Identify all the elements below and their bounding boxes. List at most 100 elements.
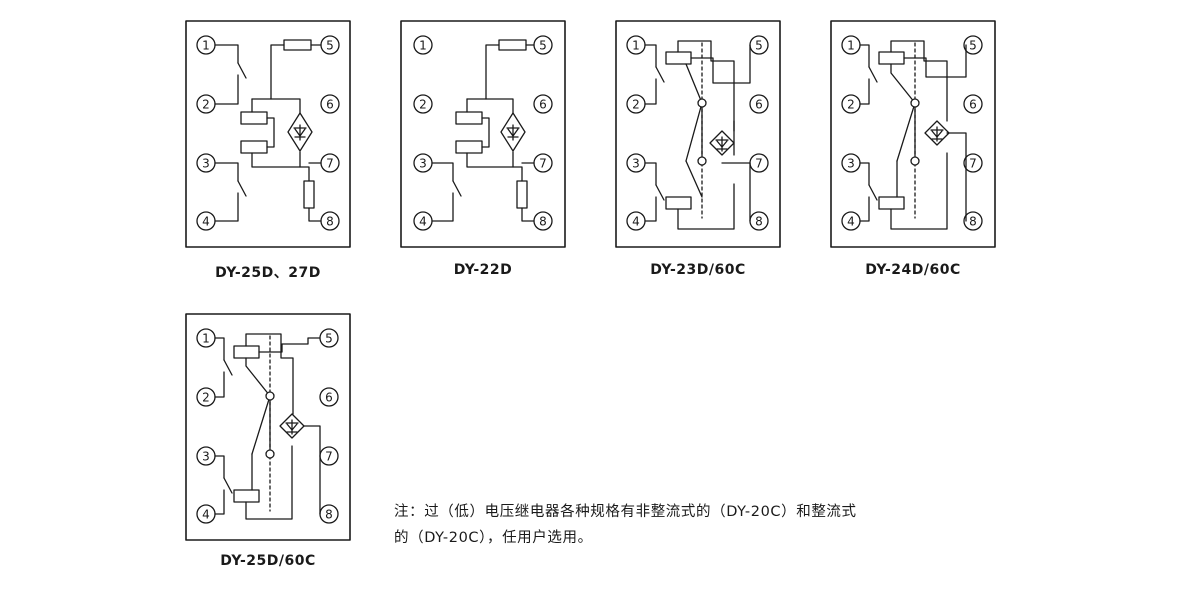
- resistor-5: [485, 39, 535, 100]
- terminal-6: 6: [319, 387, 339, 407]
- svg-text:5: 5: [755, 39, 763, 53]
- svg-text:3: 3: [419, 157, 427, 171]
- contact-3-4: [431, 162, 462, 222]
- coils: [455, 98, 535, 170]
- footnote-line-2: 的（DY-20C），任用户选用。: [394, 530, 593, 546]
- terminal-2: 2: [196, 387, 216, 407]
- svg-text:7: 7: [325, 450, 333, 464]
- contact-1-2: [859, 44, 878, 105]
- terminal-1: 1: [626, 35, 646, 55]
- footnote-line-1: 注：过（低）电压继电器各种规格有非整流式的（DY-20C）和整流式: [394, 504, 857, 520]
- svg-text:7: 7: [539, 157, 547, 171]
- terminal-1: 1: [841, 35, 861, 55]
- rectifier-bridge: [287, 112, 313, 152]
- resistor-8: [303, 168, 322, 222]
- svg-text:2: 2: [419, 98, 427, 112]
- caption-dy-22d: DY-22D: [453, 262, 513, 278]
- contact-3-4: [644, 162, 665, 222]
- terminal-8: 8: [319, 504, 339, 524]
- coil-bottom: [233, 489, 260, 503]
- svg-text:2: 2: [202, 391, 210, 405]
- svg-text:4: 4: [202, 508, 210, 522]
- diagram-dy-24d-60c: 1 2 3 4 5 6 7 8: [830, 20, 996, 248]
- terminal-6: 6: [749, 94, 769, 114]
- svg-text:3: 3: [847, 157, 855, 171]
- svg-text:7: 7: [755, 157, 763, 171]
- terminal-2: 2: [841, 94, 861, 114]
- svg-text:8: 8: [539, 215, 547, 229]
- terminal-8: 8: [749, 211, 769, 231]
- diagram-dy-25d-27d: 1 2 3 4 5 6 7 8: [185, 20, 351, 248]
- terminal-4: 4: [413, 211, 433, 231]
- terminal-7: 7: [320, 153, 340, 173]
- rectifier-bridge: [500, 112, 526, 152]
- svg-text:4: 4: [419, 215, 427, 229]
- svg-text:6: 6: [539, 98, 547, 112]
- terminal-3: 3: [413, 153, 433, 173]
- terminal-5: 5: [749, 35, 769, 55]
- terminal-8: 8: [963, 211, 983, 231]
- svg-text:7: 7: [326, 157, 334, 171]
- svg-text:3: 3: [202, 157, 210, 171]
- terminal-6: 6: [320, 94, 340, 114]
- svg-text:8: 8: [969, 215, 977, 229]
- terminal-8: 8: [533, 211, 553, 231]
- terminal-3: 3: [196, 153, 216, 173]
- coil-top: [665, 51, 692, 65]
- svg-text:4: 4: [632, 215, 640, 229]
- svg-text:7: 7: [969, 157, 977, 171]
- frame: [830, 20, 996, 248]
- diagram-dy-23d-60c: 1 2 3 4 5 6 7 8: [615, 20, 781, 248]
- terminal-4: 4: [196, 504, 216, 524]
- terminal-7: 7: [963, 153, 983, 173]
- svg-text:2: 2: [632, 98, 640, 112]
- terminal-5: 5: [319, 328, 339, 348]
- svg-text:3: 3: [202, 450, 210, 464]
- terminal-2: 2: [196, 94, 216, 114]
- svg-text:2: 2: [847, 98, 855, 112]
- svg-text:6: 6: [755, 98, 763, 112]
- svg-text:8: 8: [326, 215, 334, 229]
- caption-dy-25d-27d: DY-25D、27D: [215, 265, 321, 281]
- resistor-8: [516, 168, 535, 222]
- contact-1-2: [644, 44, 665, 105]
- contact-1-2: [214, 44, 247, 105]
- caption-dy-24d-60c: DY-24D/60C: [865, 262, 961, 278]
- caption-dy-23d-60c: DY-23D/60C: [650, 262, 746, 278]
- terminal-4: 4: [626, 211, 646, 231]
- terminal-5: 5: [963, 35, 983, 55]
- contact-3-4: [214, 162, 247, 222]
- footnote: 注：过（低）电压继电器各种规格有非整流式的（DY-20C）和整流式 的（DY-2…: [394, 499, 974, 551]
- svg-text:5: 5: [325, 332, 333, 346]
- frame: [185, 20, 351, 248]
- terminal-4: 4: [841, 211, 861, 231]
- terminal-5: 5: [320, 35, 340, 55]
- terminal-7: 7: [319, 446, 339, 466]
- svg-text:8: 8: [325, 508, 333, 522]
- terminal-2: 2: [626, 94, 646, 114]
- diagram-dy-22d: 1 2 3 4 5 6 7 8: [400, 20, 566, 248]
- svg-text:6: 6: [326, 98, 334, 112]
- contact-3-4: [214, 455, 233, 515]
- svg-text:4: 4: [202, 215, 210, 229]
- coil-top: [233, 345, 260, 359]
- svg-text:4: 4: [847, 215, 855, 229]
- rectifier-bridge: [924, 120, 950, 146]
- crossed-wiring: [677, 40, 751, 230]
- terminal-3: 3: [196, 446, 216, 466]
- contact-3-4: [859, 162, 878, 222]
- crossed-wiring: [890, 40, 967, 230]
- caption-dy-25d-60c: DY-25D/60C: [220, 553, 316, 569]
- coil-bottom: [878, 196, 905, 210]
- svg-text:6: 6: [969, 98, 977, 112]
- frame: [615, 20, 781, 248]
- svg-text:3: 3: [632, 157, 640, 171]
- terminal-1: 1: [413, 35, 433, 55]
- crossed-wiring: [245, 333, 321, 520]
- terminal-1: 1: [196, 35, 216, 55]
- resistor-5: [270, 39, 322, 100]
- terminal-6: 6: [533, 94, 553, 114]
- terminal-2: 2: [413, 94, 433, 114]
- terminal-8: 8: [320, 211, 340, 231]
- svg-text:1: 1: [202, 39, 210, 53]
